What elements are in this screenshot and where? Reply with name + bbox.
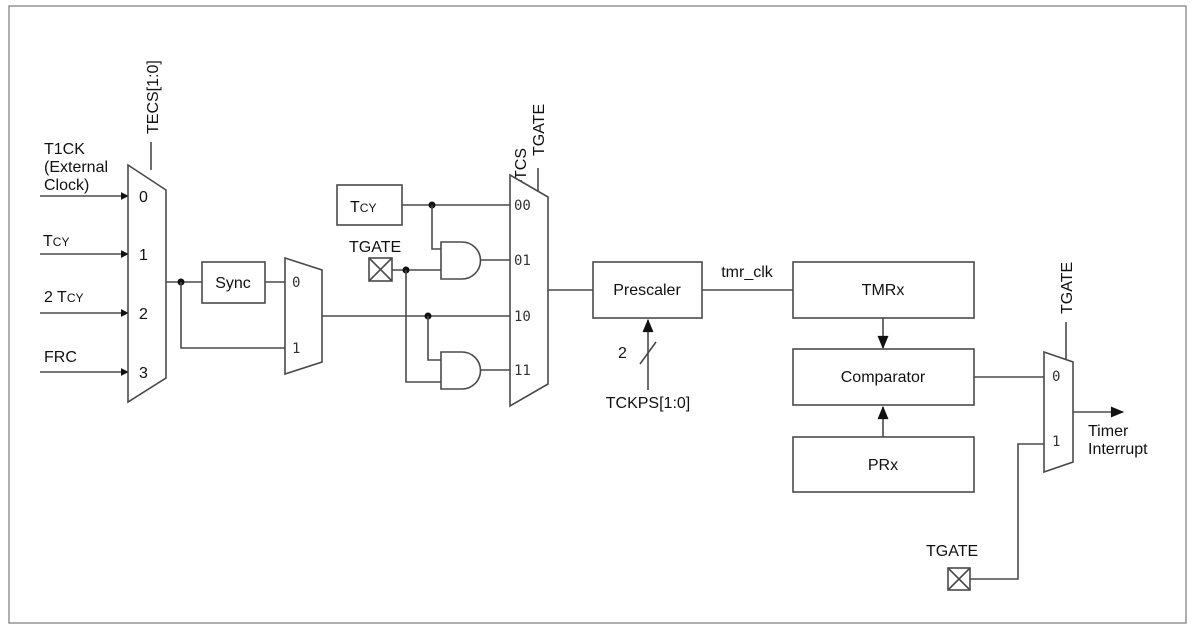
tckps-label: TCKPS[1:0] (606, 395, 690, 412)
tcy-to-and1-wire (431, 205, 441, 250)
sync-bypass-wire (180, 282, 285, 349)
tcs-select-label: TCS (513, 148, 530, 180)
clock-source-mux-port-3: 3 (139, 365, 148, 382)
mux4-select-label: TGATE (1059, 262, 1076, 314)
prescaler-label: Prescaler (613, 282, 681, 299)
tmrx-register (792, 261, 975, 319)
and-gate-1 (440, 241, 482, 280)
tgate-gate-label: TGATE (349, 239, 401, 256)
interrupt-select-mux (1043, 350, 1074, 474)
gate-mode-mux-port-01: 01 (514, 253, 531, 269)
clock-source-mux-port-0: 0 (139, 189, 148, 206)
sync-label: Sync (215, 275, 251, 292)
sync-block (201, 261, 266, 304)
prx-label: PRx (868, 457, 898, 474)
two-tcy-input-label: 2 TCY (44, 289, 84, 306)
tcy-block (336, 184, 403, 226)
gate-mode-mux-port-10: 10 (514, 309, 531, 325)
tmrx-label: TMRx (862, 282, 905, 299)
interrupt-select-mux-port-1: 1 (1052, 434, 1060, 450)
t1ck-clock-label: Clock) (44, 177, 89, 194)
gate-mode-mux-port-11: 11 (514, 363, 531, 379)
sync-select-mux (284, 256, 323, 376)
tmr-clk-label: tmr_clk (721, 264, 774, 281)
diagram-frame (8, 5, 1187, 624)
clock-source-mux-port-1: 1 (139, 247, 148, 264)
prx-register (792, 436, 975, 493)
timer-interrupt-label-1: Timer (1088, 423, 1129, 440)
tgate-bottom-pin-cross (947, 567, 971, 591)
tgate-pin-cross (368, 257, 393, 282)
tgate-select-label: TGATE (531, 104, 548, 156)
tgate-to-and2-wire (405, 270, 441, 383)
timer-interrupt-label-2: Interrupt (1088, 441, 1148, 458)
sync-select-mux-port-0: 0 (292, 275, 300, 291)
bus-width-slash (639, 341, 657, 365)
comparator-label: Comparator (841, 369, 926, 386)
mux2-to-and2-wire (427, 316, 441, 361)
and-gate-2 (440, 351, 482, 390)
sync-select-mux-port-1: 1 (292, 341, 300, 357)
prescaler-block (592, 261, 703, 319)
tgate-bottom-label: TGATE (926, 543, 978, 560)
bus-width-label: 2 (618, 345, 627, 362)
t1ck-external-label: (External (44, 159, 108, 176)
frc-input-label: FRC (44, 349, 77, 366)
t1ck-label: T1CK (44, 141, 85, 158)
gate-mode-mux-port-00: 00 (514, 198, 531, 214)
clock-source-mux-port-2: 2 (139, 306, 148, 323)
tcy-input-label: TCY (43, 233, 69, 250)
gate-mode-mux (509, 173, 549, 408)
tecs-select-label: TECS[1:0] (145, 60, 162, 134)
interrupt-select-mux-port-0: 0 (1052, 369, 1060, 385)
comparator-block (792, 348, 975, 406)
clock-source-mux (127, 163, 167, 404)
tcy-block-label: TCY (350, 199, 376, 216)
tgate-bottom-wire (970, 443, 1044, 580)
